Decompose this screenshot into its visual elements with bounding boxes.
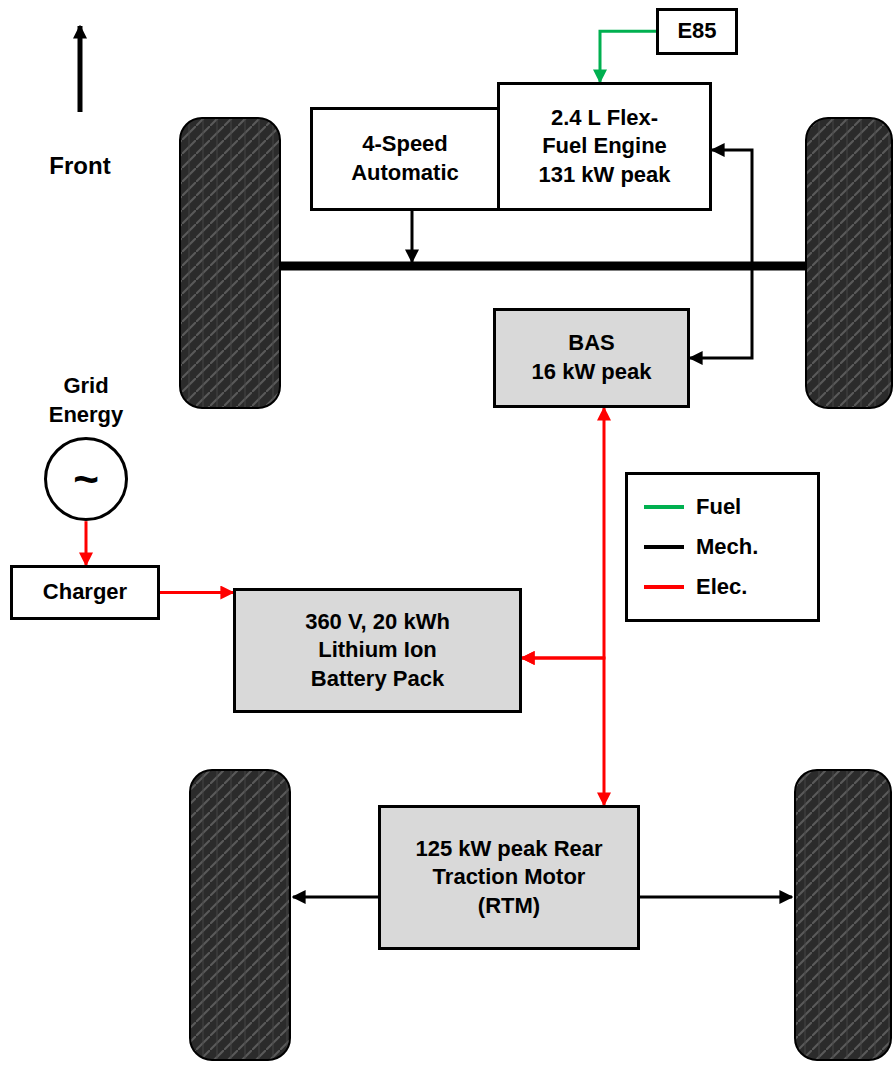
legend-swatch: [644, 505, 684, 509]
box-label: BAS: [568, 329, 614, 358]
connector: [522, 408, 604, 658]
direction-label: Front: [30, 150, 130, 181]
engine-box: 2.4 L Flex- Fuel Engine 131 kW peak: [497, 82, 712, 211]
legend-sample: [642, 497, 686, 517]
legend-sample: [642, 577, 686, 597]
front-arrow: [78, 26, 83, 112]
legend-sample: [642, 537, 686, 557]
legend-text: Fuel: [696, 493, 741, 522]
battery-box: 360 V, 20 kWh Lithium Ion Battery Pack: [233, 588, 522, 713]
legend-swatch: [644, 545, 684, 549]
traction-motor-box: 125 kW peak Rear Traction Motor (RTM): [378, 805, 640, 950]
box-label: Charger: [43, 578, 127, 607]
ac-source-circle: ~: [44, 437, 128, 521]
box-label: E85: [677, 17, 716, 46]
front-right-wheel: [806, 118, 892, 408]
ac-symbol: ~: [73, 457, 99, 501]
connector: [160, 591, 233, 594]
box-label: 125 kW peak Rear Traction Motor (RTM): [407, 835, 612, 921]
connector: [600, 31, 656, 82]
box-label: 360 V, 20 kWh Lithium Ion Battery Pack: [288, 608, 468, 694]
charger-box: Charger: [10, 565, 160, 620]
source-label: Grid Energy: [40, 372, 132, 429]
legend-text: Elec.: [696, 573, 747, 602]
legend-row: Elec.: [642, 567, 817, 607]
bas-box: BAS16 kW peak: [493, 308, 690, 408]
rtm-left-shaft: [293, 896, 378, 899]
legend-row: Fuel: [642, 487, 817, 527]
fuel-box: E85: [656, 8, 738, 55]
grid-source: Grid Energy ~: [36, 372, 136, 521]
transmission-output: [411, 211, 414, 262]
box-label: 2.4 L Flex- Fuel Engine 131 kW peak: [532, 104, 677, 190]
legend-text: Mech.: [696, 533, 758, 562]
rear-left-wheel: [190, 770, 290, 1060]
front-axle: [280, 262, 806, 271]
connector: [85, 521, 88, 565]
legend-swatch: [644, 585, 684, 589]
front-left-wheel: [180, 118, 280, 408]
legend-row: Mech.: [642, 527, 817, 567]
box-label: 4-Speed Automatic: [330, 130, 480, 187]
rear-right-wheel: [795, 770, 891, 1060]
legend-box: FuelMech. Elec.: [625, 472, 820, 622]
box-sublabel: 16 kW peak: [532, 358, 652, 387]
rtm-right-shaft: [640, 896, 792, 899]
connector: [522, 658, 604, 805]
transmission-box: 4-Speed Automatic: [310, 107, 500, 211]
